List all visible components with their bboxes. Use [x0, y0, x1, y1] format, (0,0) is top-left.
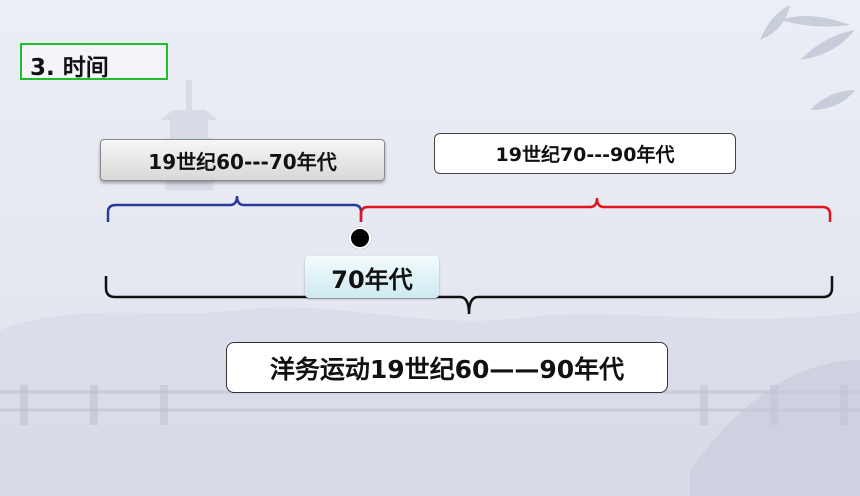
section-title: 3. 时间: [30, 55, 109, 81]
bracket-overall-period: [104, 276, 834, 315]
divider-label: 70年代: [305, 256, 439, 298]
period-label-first: 19世纪60---70年代: [100, 139, 385, 181]
timeline-marker-dot: [349, 227, 371, 249]
overall-period-label: 洋务运动19世纪60——90年代: [226, 342, 668, 393]
bracket-first-period: [106, 195, 363, 222]
period-label-second: 19世纪70---90年代: [434, 133, 736, 174]
section-title-box: 3. 时间: [20, 43, 168, 81]
bracket-second-period: [359, 197, 832, 222]
